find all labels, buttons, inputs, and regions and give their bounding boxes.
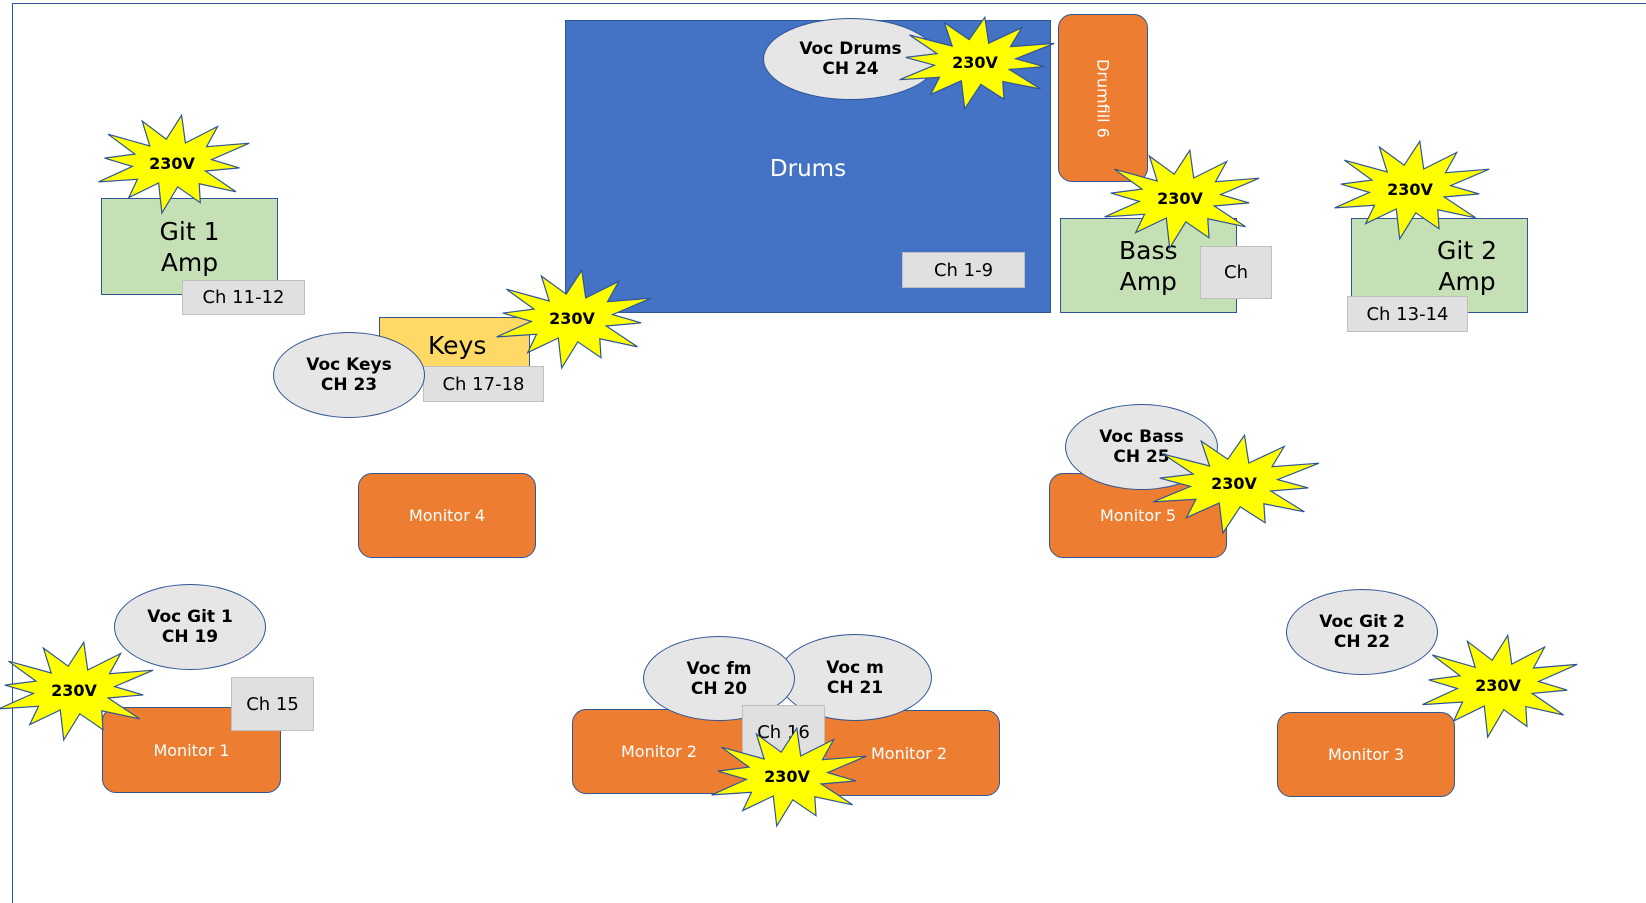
git2-amp-label: Git 2 Amp	[1437, 235, 1497, 296]
monitor-2-channel-tag: Ch 16	[742, 705, 825, 759]
keys-label: Keys	[428, 330, 487, 360]
vocal-git2-mic[interactable]: Voc Git 2 CH 22	[1286, 589, 1438, 675]
bass-amp-label: Bass Amp	[1119, 235, 1178, 296]
drumfill-monitor[interactable]: Drumfill 6	[1058, 14, 1148, 182]
monitor-1-channel-tag: Ch 15	[231, 677, 314, 731]
drumfill-label: Drumfill 6	[1093, 58, 1113, 138]
monitor-3[interactable]: Monitor 3	[1277, 712, 1455, 797]
monitor-1[interactable]: Monitor 1	[102, 707, 281, 793]
monitor-4[interactable]: Monitor 4	[358, 473, 536, 558]
git1-amp-channel-tag: Ch 11-12	[182, 280, 305, 315]
monitor-2-right-label: Monitor 2	[871, 743, 948, 763]
vocal-drums-mic[interactable]: Voc Drums CH 24	[763, 18, 938, 100]
vocal-git1-mic[interactable]: Voc Git 1 CH 19	[114, 584, 266, 670]
bass-amp-channel-tag: Ch	[1200, 246, 1272, 299]
drums-label: Drums	[769, 156, 847, 182]
monitor-2-left-label: Monitor 2	[621, 742, 698, 761]
vocal-keys-mic[interactable]: Voc Keys CH 23	[273, 332, 425, 418]
vocal-bass-mic[interactable]: Voc Bass CH 25	[1065, 404, 1218, 490]
monitor-2-left[interactable]: Monitor 2	[572, 709, 750, 794]
vocal-m-mic[interactable]: Voc m CH 21	[778, 634, 932, 721]
monitor-2-right[interactable]: Monitor 2	[820, 710, 1000, 796]
stage-frame	[12, 3, 1646, 903]
keys-channel-tag: Ch 17-18	[423, 366, 544, 402]
git2-amp-channel-tag: Ch 13-14	[1347, 296, 1468, 332]
drums-channel-tag: Ch 1-9	[902, 252, 1025, 288]
